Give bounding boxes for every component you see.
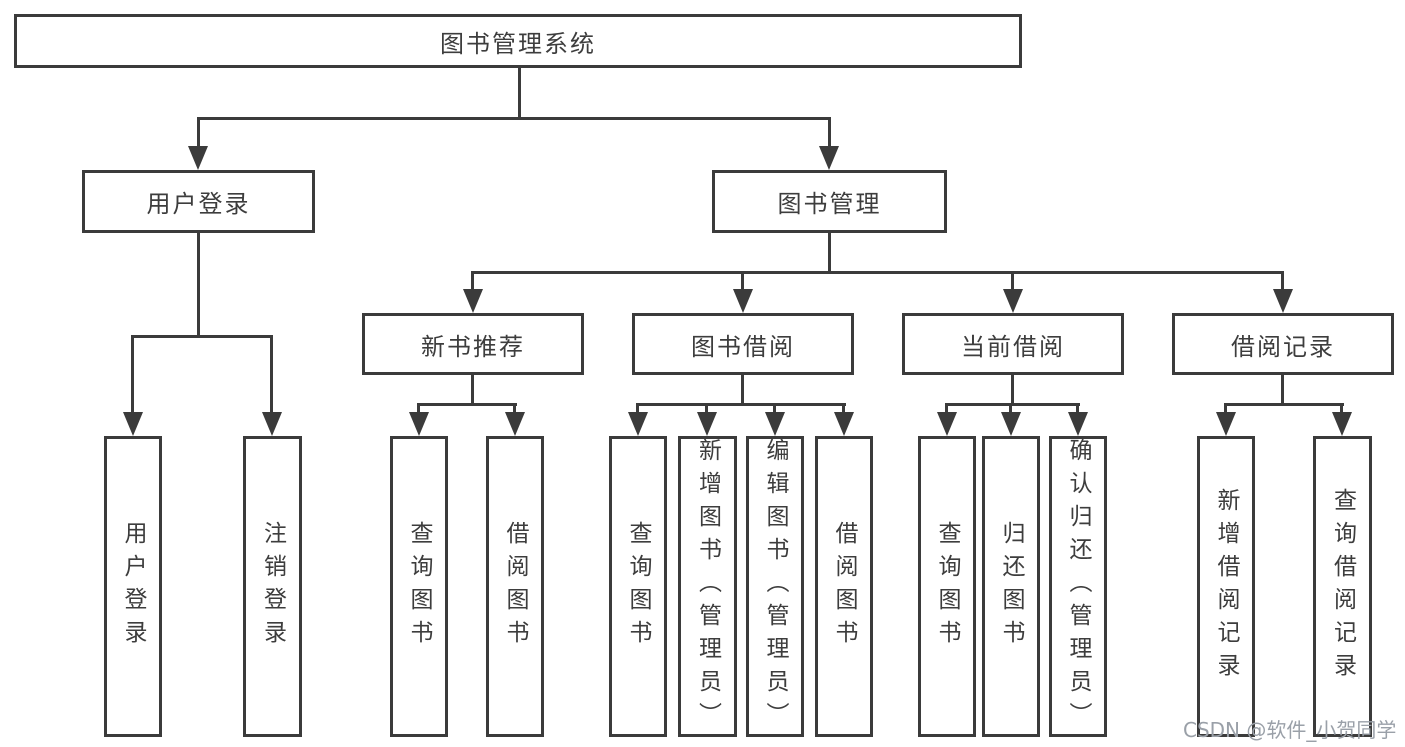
arrowhead-down-icon (123, 412, 143, 436)
leaf-add-borrow-record: 新增借阅记录 (1197, 436, 1255, 737)
arrowhead-down-icon (1273, 289, 1293, 313)
node-label: 图书管理 (777, 190, 882, 218)
connector-line (417, 403, 420, 413)
node-user-login: 用户登录 (82, 170, 315, 233)
connector-line (828, 233, 831, 271)
connector-line (945, 403, 1080, 406)
connector-line (741, 375, 744, 403)
connector-line (1281, 271, 1284, 290)
connector-line (471, 271, 1284, 274)
leaf-user-login: 用户登录 (104, 436, 162, 737)
arrowhead-down-icon (733, 289, 753, 313)
connector-line (513, 403, 516, 413)
node-label: 当前借阅 (961, 332, 1065, 361)
leaf-add-books-admin: 新增图书（管理员） (678, 436, 737, 737)
arrowhead-down-icon (765, 412, 785, 436)
connector-line (1224, 403, 1227, 413)
node-book-management-system: 图书管理系统 (14, 14, 1022, 68)
arrowhead-down-icon (1216, 412, 1236, 436)
arrowhead-down-icon (1003, 289, 1023, 313)
arrowhead-down-icon (505, 412, 525, 436)
leaf-confirm-return-admin: 确认归还（管理员） (1049, 436, 1107, 737)
connector-line (1076, 403, 1079, 413)
arrowhead-down-icon (1068, 412, 1088, 436)
connector-line (131, 335, 273, 338)
leaf-label: 查询图书 (934, 520, 960, 653)
arrowhead-down-icon (628, 412, 648, 436)
arrowhead-down-icon (188, 146, 208, 170)
connector-line (1011, 375, 1014, 403)
connector-line (197, 233, 200, 335)
arrowhead-down-icon (1332, 412, 1352, 436)
connector-line (1011, 271, 1014, 290)
leaf-label: 查询借阅记录 (1329, 487, 1356, 686)
leaf-label: 查询图书 (625, 520, 651, 653)
connector-line (1340, 403, 1343, 413)
connector-line (636, 403, 846, 406)
leaf-return-books: 归还图书 (982, 436, 1040, 737)
connector-line (1009, 403, 1012, 413)
csdn-watermark: CSDN @软件_小贺同学 (1183, 718, 1397, 742)
connector-line (945, 403, 948, 413)
leaf-query-books-current: 查询图书 (918, 436, 976, 737)
node-label: 新书推荐 (421, 332, 525, 361)
connector-line (773, 403, 776, 413)
leaf-logout: 注销登录 (243, 436, 302, 737)
connector-line (417, 403, 517, 406)
arrowhead-down-icon (937, 412, 957, 436)
connector-line (197, 117, 200, 147)
leaf-label: 新增借阅记录 (1213, 487, 1239, 686)
leaf-label: 用户登录 (120, 520, 146, 653)
connector-line (636, 403, 639, 413)
leaf-borrow-books: 借阅图书 (815, 436, 873, 737)
leaf-label: 归还图书 (998, 520, 1024, 653)
connector-line (1224, 403, 1344, 406)
arrowhead-down-icon (463, 289, 483, 313)
leaf-query-borrow-record: 查询借阅记录 (1313, 436, 1372, 737)
connector-line (518, 68, 521, 117)
leaf-query-books-recommend: 查询图书 (390, 436, 448, 737)
leaf-label: 新增图书（管理员） (694, 438, 721, 735)
connector-line (471, 375, 474, 403)
arrowhead-down-icon (1001, 412, 1021, 436)
connector-line (131, 335, 134, 413)
node-label: 用户登录 (146, 190, 251, 218)
arrowhead-down-icon (834, 412, 854, 436)
leaf-label: 确认归还（管理员） (1065, 438, 1091, 735)
node-new-book-recommend: 新书推荐 (362, 313, 584, 375)
leaf-label: 注销登录 (259, 520, 286, 653)
node-book-management: 图书管理 (712, 170, 947, 233)
node-label: 借阅记录 (1231, 332, 1335, 361)
node-current-borrowing: 当前借阅 (902, 313, 1124, 375)
node-borrowing-records: 借阅记录 (1172, 313, 1394, 375)
leaf-label: 编辑图书（管理员） (762, 438, 788, 735)
node-label: 图书借阅 (691, 332, 795, 361)
node-label: 图书管理系统 (440, 29, 596, 58)
node-book-borrowing: 图书借阅 (632, 313, 854, 375)
arrowhead-down-icon (409, 412, 429, 436)
connector-line (471, 271, 474, 290)
arrowhead-down-icon (697, 412, 717, 436)
arrowhead-down-icon (819, 146, 839, 170)
connector-line (1281, 375, 1284, 403)
leaf-label: 借阅图书 (831, 520, 857, 653)
connector-line (741, 271, 744, 290)
leaf-edit-books-admin: 编辑图书（管理员） (746, 436, 804, 737)
leaf-label: 查询图书 (406, 520, 432, 653)
connector-line (705, 403, 708, 413)
leaf-label: 借阅图书 (502, 520, 528, 653)
leaf-borrow-books-recommend: 借阅图书 (486, 436, 544, 737)
arrowhead-down-icon (262, 412, 282, 436)
connector-line (842, 403, 845, 413)
connector-line (197, 117, 831, 120)
connector-line (270, 335, 273, 413)
connector-line (828, 117, 831, 147)
leaf-query-books-borrow: 查询图书 (609, 436, 667, 737)
